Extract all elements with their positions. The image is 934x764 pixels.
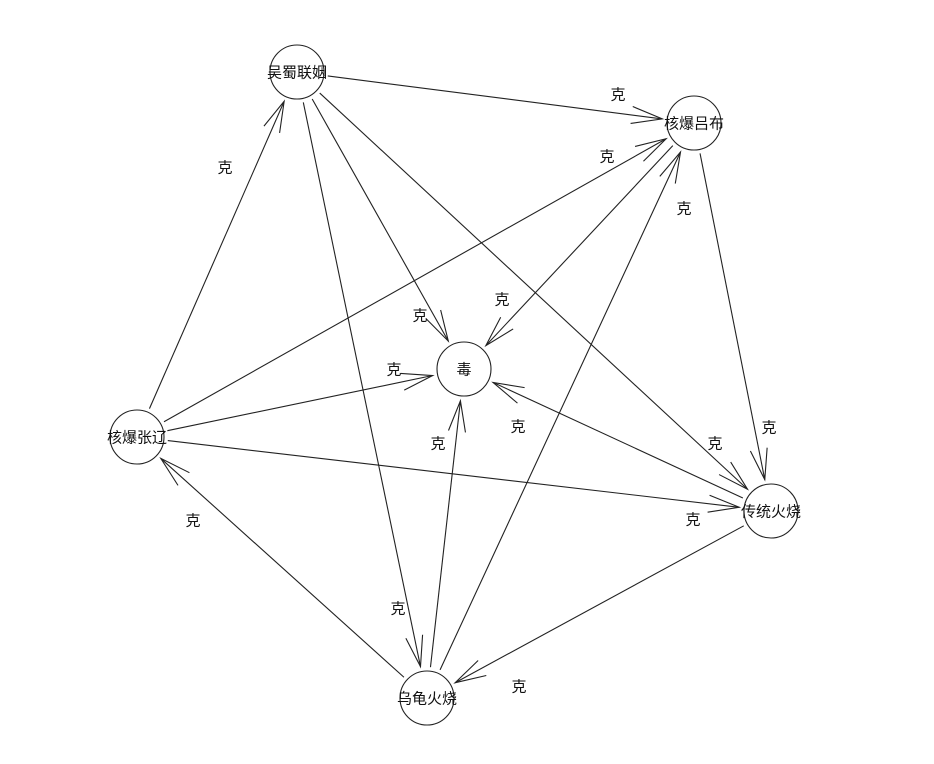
edge-label: 克: [412, 307, 427, 325]
node-hebao_lvbu: 核爆吕布: [664, 95, 724, 151]
edge-wushu-to-du: [311, 98, 450, 343]
arrowhead: [749, 447, 768, 482]
node-label: 核爆吕布: [664, 115, 724, 133]
node-label: 乌龟火烧: [397, 690, 457, 708]
edge-label: 克: [185, 512, 200, 530]
edges-layer: [148, 75, 768, 684]
edge-line: [302, 102, 422, 667]
edge-hebao_lvbu-to-chuantong: [699, 153, 768, 482]
edge-label: 克: [386, 361, 401, 379]
arrowhead: [159, 457, 190, 486]
edge-label: 克: [599, 148, 614, 166]
edge-label: 克: [510, 418, 525, 436]
edge-wugui-to-hebao_lvbu: [439, 150, 682, 671]
edge-hebao_zhangliao-to-hebao_lvbu: [163, 137, 668, 423]
node-hebao_zhangliao: 核爆张辽: [107, 409, 167, 465]
arrowhead: [634, 137, 668, 162]
edge-wugui-to-du: [429, 398, 467, 668]
edge-line: [148, 101, 285, 409]
edge-wushu-to-wugui: [302, 102, 424, 669]
arrowhead: [453, 660, 487, 684]
edge-wugui-to-hebao_zhangliao: [159, 457, 405, 678]
edge-label: 克: [494, 291, 509, 309]
node-circle: [436, 341, 492, 397]
node-circle: [399, 670, 455, 726]
node-wugui: 乌龟火烧: [397, 670, 457, 726]
edge-line: [485, 145, 674, 347]
edge-wushu-to-hebao_lvbu: [327, 75, 665, 125]
edge-line: [454, 525, 745, 684]
edge-label: 克: [761, 419, 776, 437]
edge-line: [163, 138, 667, 423]
edge-label: 克: [390, 600, 405, 618]
edge-line: [327, 75, 663, 120]
arrowhead: [707, 494, 742, 513]
edge-label: 克: [685, 511, 700, 529]
arrowhead: [405, 634, 424, 669]
node-label: 核爆张辽: [107, 429, 167, 447]
edge-hebao_lvbu-to-du: [484, 145, 674, 348]
arrowhead: [484, 317, 514, 348]
edge-label: 克: [511, 678, 526, 696]
edge-line: [319, 92, 748, 490]
arrowhead: [447, 398, 467, 433]
edge-chuantong-to-du: [491, 381, 744, 499]
edge-label: 克: [610, 86, 625, 104]
edge-line: [429, 400, 461, 668]
node-label: 传统火烧: [741, 503, 801, 521]
node-circle: [666, 95, 722, 151]
node-wushu: 吴蜀联姻: [267, 44, 327, 100]
edge-wushu-to-chuantong: [319, 92, 750, 491]
edge-label: 克: [707, 435, 722, 453]
node-label: 吴蜀联姻: [267, 64, 327, 82]
arrowhead: [630, 106, 665, 125]
edge-line: [167, 374, 433, 432]
arrowhead: [425, 309, 450, 343]
node-circle: [109, 409, 165, 465]
edge-line: [311, 98, 449, 342]
node-circle: [743, 483, 799, 539]
edge-line: [492, 381, 744, 499]
arrowhead: [718, 461, 750, 491]
edge-hebao_zhangliao-to-wushu: [148, 99, 285, 409]
edge-label: 克: [430, 435, 445, 453]
arrowhead: [491, 381, 525, 404]
node-label: 毒: [456, 361, 471, 379]
arrowhead: [659, 150, 682, 184]
node-circle: [269, 44, 325, 100]
edge-label: 克: [217, 159, 232, 177]
arrowhead: [263, 99, 285, 134]
edge-chuantong-to-wugui: [453, 525, 745, 684]
node-chuantong: 传统火烧: [741, 483, 801, 539]
edge-hebao_zhangliao-to-chuantong: [167, 440, 742, 513]
edge-line: [439, 151, 682, 671]
node-du: 毒: [436, 341, 492, 397]
arrowhead: [400, 372, 435, 391]
edge-line: [167, 440, 740, 508]
edge-line: [160, 457, 405, 678]
edge-line: [699, 153, 766, 480]
edge-hebao_zhangliao-to-du: [167, 372, 435, 432]
edge-label: 克: [676, 200, 691, 218]
